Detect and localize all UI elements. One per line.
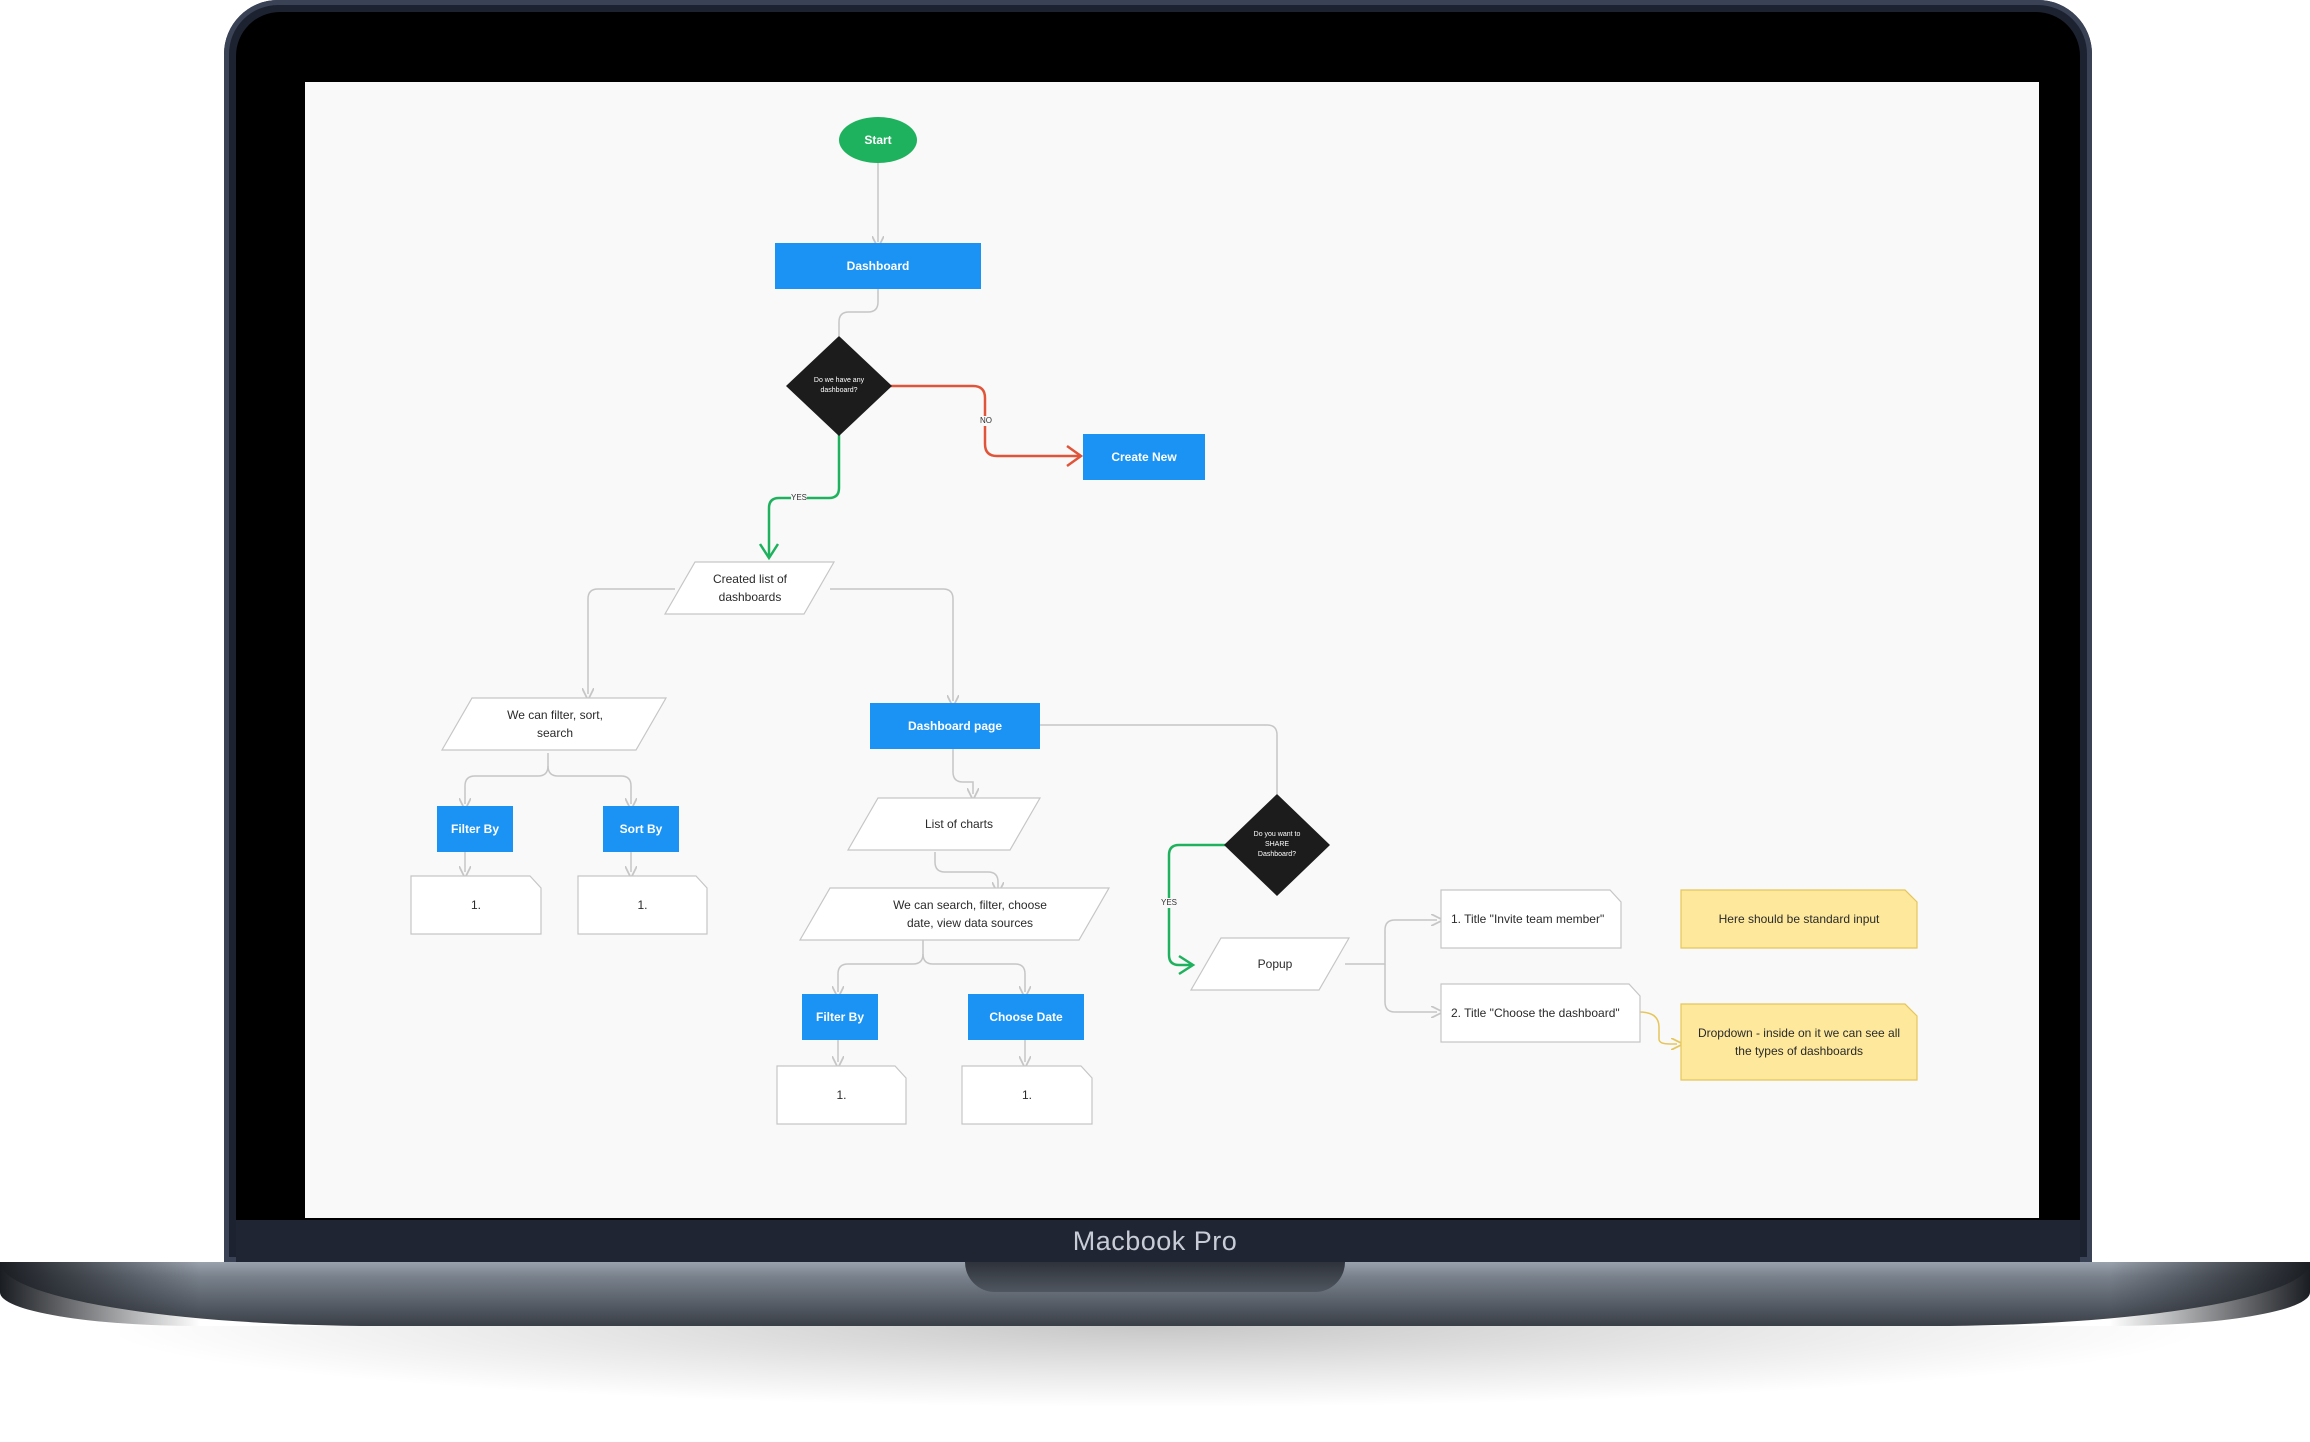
arrow-yes-icon: [758, 543, 780, 561]
filter-by-button-1[interactable]: Filter By: [437, 806, 513, 852]
invite-title-label: 1. Title "Invite team member": [1451, 912, 1605, 926]
filter-sort-search-shape[interactable]: [440, 697, 668, 751]
dashboard-node[interactable]: Dashboard: [775, 243, 981, 289]
arrow-yes-share-icon: [1178, 954, 1196, 976]
laptop-opening-notch: [965, 1262, 1345, 1292]
doc-choose-node: 2. Title "Choose the dashboard": [1441, 984, 1640, 1042]
edge-search-filterby2: [838, 940, 924, 992]
doc-sort-node: 1.: [578, 876, 707, 934]
doc-date-label: 1.: [1021, 1088, 1032, 1102]
dashboard-label: Dashboard: [846, 259, 910, 273]
doc-filter-1-shape[interactable]: [410, 875, 542, 935]
note-dropdown-shape[interactable]: [1680, 1003, 1918, 1081]
start-node[interactable]: Start: [839, 117, 917, 163]
created-list-shape[interactable]: [663, 561, 836, 615]
flowchart-canvas: Start Dashboard Do we have any dashboard…: [305, 82, 2039, 1218]
search-filter-date-shape[interactable]: [798, 887, 1111, 941]
edge-dashboardpage-charts: [952, 749, 973, 794]
note-input-node: Here should be standard input: [1681, 890, 1917, 948]
laptop-base-right-edge: [2110, 1262, 2310, 1326]
note-dropdown-label: Dropdown - inside on it we can see all t…: [1697, 1026, 1901, 1058]
search-filter-date-node: We can search, filter, choose date, view…: [845, 888, 1095, 940]
sort-by-label: Sort By: [619, 822, 663, 836]
decision-any-dashboard-shape[interactable]: [786, 336, 892, 436]
doc-date-shape[interactable]: [961, 1065, 1093, 1125]
doc-sort-shape[interactable]: [577, 875, 708, 935]
popup-label: Popup: [1257, 957, 1293, 971]
arrow-no-icon: [1066, 444, 1084, 468]
start-label: Start: [864, 133, 892, 147]
edge-yes-share-label: YES: [1161, 898, 1178, 908]
doc-filter-2-shape[interactable]: [776, 1065, 907, 1125]
doc-choose-shape[interactable]: [1440, 983, 1641, 1043]
edge-list-filter: [588, 588, 675, 694]
doc-filter-1-node: 1.: [411, 876, 541, 934]
edge-charts-search: [934, 852, 998, 888]
edge-choose-note: [1638, 1011, 1677, 1044]
filter-by-button-2[interactable]: Filter By: [802, 994, 878, 1040]
decision-any-label: Do we have any dashboard?: [813, 377, 865, 394]
dashboard-page-label: Dashboard page: [907, 719, 1003, 733]
edge-popup-choose: [1384, 964, 1437, 1012]
doc-date-node: 1.: [962, 1066, 1092, 1124]
edge-search-choosedate: [922, 953, 1025, 992]
doc-sort-label: 1.: [637, 898, 648, 912]
doc-invite-node: 1. Title "Invite team member": [1441, 890, 1621, 948]
filter-sort-search-node: We can filter, sort, search: [475, 698, 635, 750]
list-of-charts-node: List of charts: [875, 798, 1043, 850]
doc-filter-2-label: 1.: [836, 1088, 847, 1102]
edge-no-label: NO: [980, 416, 992, 426]
created-list-node: Created list of dashboards: [685, 562, 815, 614]
laptop-base-left-edge: [0, 1262, 200, 1326]
decision-share-shape[interactable]: [1224, 794, 1330, 896]
edge-dashboardpage-share: [1040, 724, 1278, 794]
note-input-label: Here should be standard input: [1718, 912, 1880, 926]
flowchart-connectors: [410, 142, 1918, 1125]
popup-shape[interactable]: [1189, 937, 1351, 991]
choose-title-label: 2. Title "Choose the dashboard": [1451, 1006, 1620, 1020]
popup-node: Popup: [1211, 938, 1339, 990]
edge-popup-invite: [1345, 920, 1437, 965]
sort-by-button[interactable]: Sort By: [603, 806, 679, 852]
list-of-charts-label: List of charts: [924, 817, 994, 831]
filter-by-label-2: Filter By: [815, 1010, 864, 1024]
choose-date-label: Choose Date: [989, 1010, 1063, 1024]
filter-sort-search-label: We can filter, sort, search: [507, 708, 603, 740]
dashboard-page-node[interactable]: Dashboard page: [870, 703, 1040, 749]
note-input-shape[interactable]: [1680, 889, 1918, 949]
edge-yes-label: YES: [791, 493, 808, 503]
search-filter-date-label: We can search, filter, choose date, view…: [893, 898, 1047, 930]
decision-share-label: Do you want to SHARE Dashboard?: [1253, 831, 1301, 858]
edge-search-filterby: [465, 753, 549, 804]
laptop-shadow: [120, 1326, 2190, 1406]
edge-list-dashboardpage: [830, 588, 953, 701]
doc-filter-1-label: 1.: [470, 898, 481, 912]
device-brand-label: Macbook Pro: [1072, 1226, 1238, 1256]
filter-by-label-1: Filter By: [450, 822, 499, 836]
created-list-label: Created list of dashboards: [712, 572, 788, 604]
create-new-label: Create New: [1111, 450, 1177, 464]
edge-search-sortby: [547, 765, 631, 804]
edge-dashboard-decision: [838, 289, 879, 336]
choose-date-button[interactable]: Choose Date: [968, 994, 1084, 1040]
doc-filter-2-node: 1.: [777, 1066, 906, 1124]
screen-chin: [236, 1220, 2080, 1262]
create-new-node[interactable]: Create New: [1083, 434, 1205, 480]
doc-invite-shape[interactable]: [1440, 889, 1622, 949]
note-dropdown-node: Dropdown - inside on it we can see all t…: [1681, 1004, 1917, 1080]
list-of-charts-shape[interactable]: [846, 797, 1042, 851]
